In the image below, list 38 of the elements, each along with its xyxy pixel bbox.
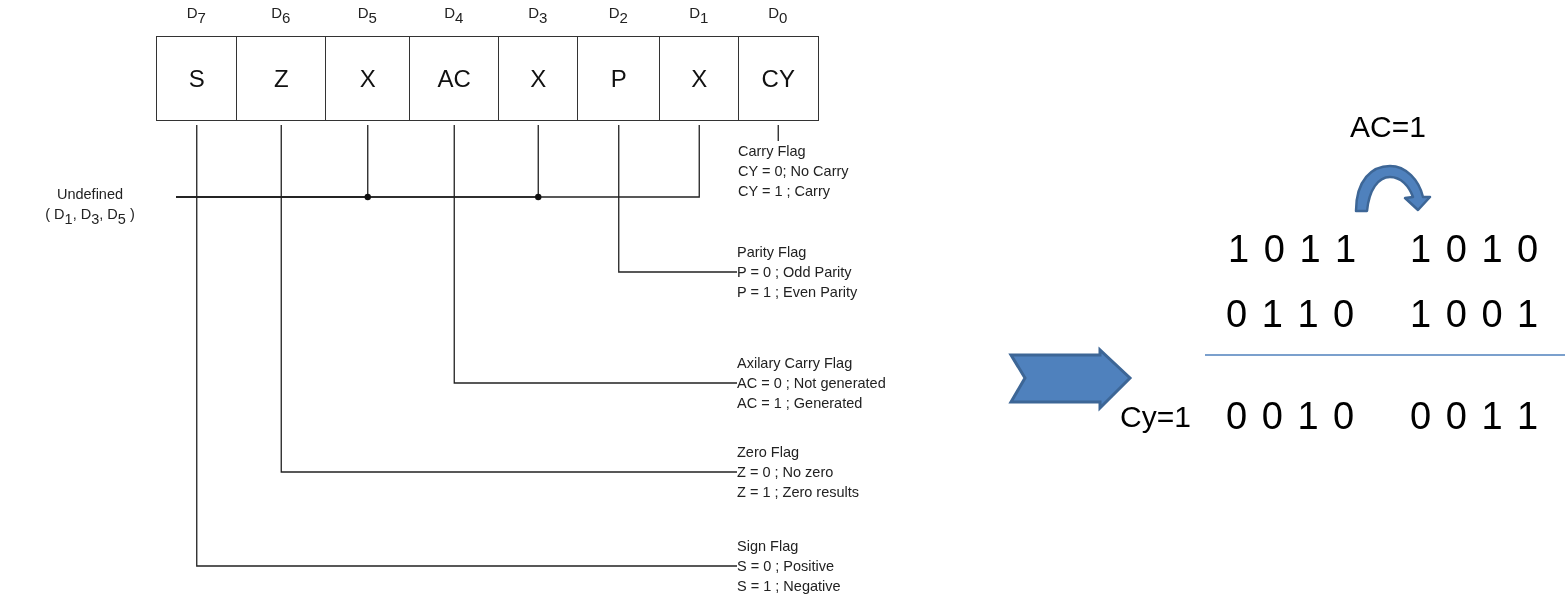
leader-line (618, 124, 738, 273)
register-bit-cell: P (577, 36, 661, 121)
register-bit-cell: AC (409, 36, 500, 121)
flag-description: S = 0 ; Positive (737, 557, 836, 576)
leader-line (196, 124, 738, 567)
flag-description: AC = 1 ; Generated (737, 394, 864, 413)
binary-digits: 0 0 1 1 (1410, 395, 1539, 438)
binary-digits: 1 0 0 1 (1410, 293, 1539, 336)
annotation-text: Undefined (55, 186, 125, 202)
leader-line (175, 124, 369, 198)
leader-line (280, 124, 738, 473)
flag-description: Z = 1 ; Zero results (737, 483, 860, 502)
flag-name: Axilary Carry Flag (737, 354, 854, 373)
leader-line (777, 124, 779, 142)
register-bit-cell: CY (738, 36, 819, 121)
flag-name: Zero Flag (737, 443, 801, 462)
carry-label: Cy=1 (1120, 400, 1191, 434)
flag-description: Z = 0 ; No zero (737, 463, 835, 482)
register-bit-cell: Z (236, 36, 327, 121)
flag-description: AC = 0 ; Not generated (737, 374, 886, 393)
flag-description: P = 1 ; Even Parity (737, 283, 858, 302)
flag-description: CY = 0; No Carry (738, 162, 849, 181)
flag-name: Parity Flag (737, 243, 808, 262)
flag-name: Carry Flag (738, 142, 807, 161)
register-bit-cell: S (156, 36, 238, 121)
flag-description: CY = 1 ; Carry (738, 182, 831, 201)
leader-line (453, 124, 738, 384)
register-bit-cell: X (498, 36, 579, 121)
binary-digits: 1 0 1 0 (1410, 228, 1539, 271)
binary-digits: 1 0 1 1 (1228, 228, 1357, 271)
register-bit-cell: X (325, 36, 411, 121)
carry-label: AC=1 (1350, 110, 1426, 144)
register-bit-cell: X (659, 36, 740, 121)
binary-digits: 0 1 1 0 (1226, 293, 1355, 336)
flag-name: Sign Flag (737, 537, 800, 556)
binary-digits: 0 0 1 0 (1226, 395, 1355, 438)
flag-description: S = 1 ; Negative (737, 577, 841, 596)
flag-description: P = 0 ; Odd Parity (737, 263, 853, 282)
